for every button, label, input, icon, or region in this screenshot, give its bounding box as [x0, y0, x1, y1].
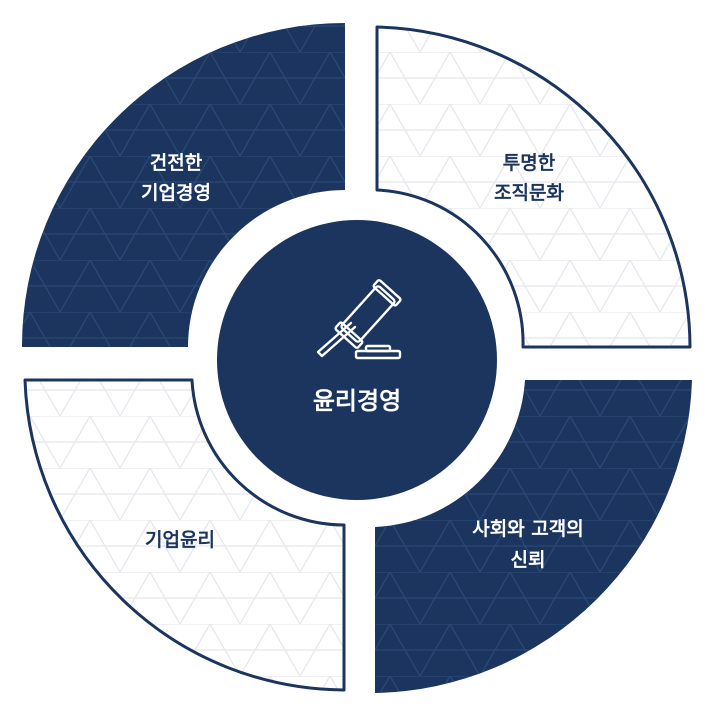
gavel-icon	[316, 279, 402, 360]
center-circle	[217, 220, 497, 500]
quadrant-label-top-right-line2: 조직문화	[494, 182, 564, 204]
quadrant-bottom-right	[375, 380, 692, 693]
quadrant-bottom-left	[23, 378, 346, 692]
quadrant-label-top-left-line1: 건전한	[150, 152, 203, 174]
quadrant-label-bottom-left-line1: 기업윤리	[145, 529, 215, 551]
quadrant-label-top-right-line1: 투명한	[503, 152, 556, 174]
quadrant-label-bottom-right-line2: 신뢰	[511, 549, 546, 571]
quadrant-top-right	[375, 25, 692, 349]
center-title: 윤리경영	[313, 387, 401, 415]
quadrant-label-bottom-right-line1: 사회와 고객의	[472, 518, 584, 540]
quadrant-label-top-left-line2: 기업경영	[141, 182, 211, 204]
quadrant-top-left	[21, 23, 345, 347]
